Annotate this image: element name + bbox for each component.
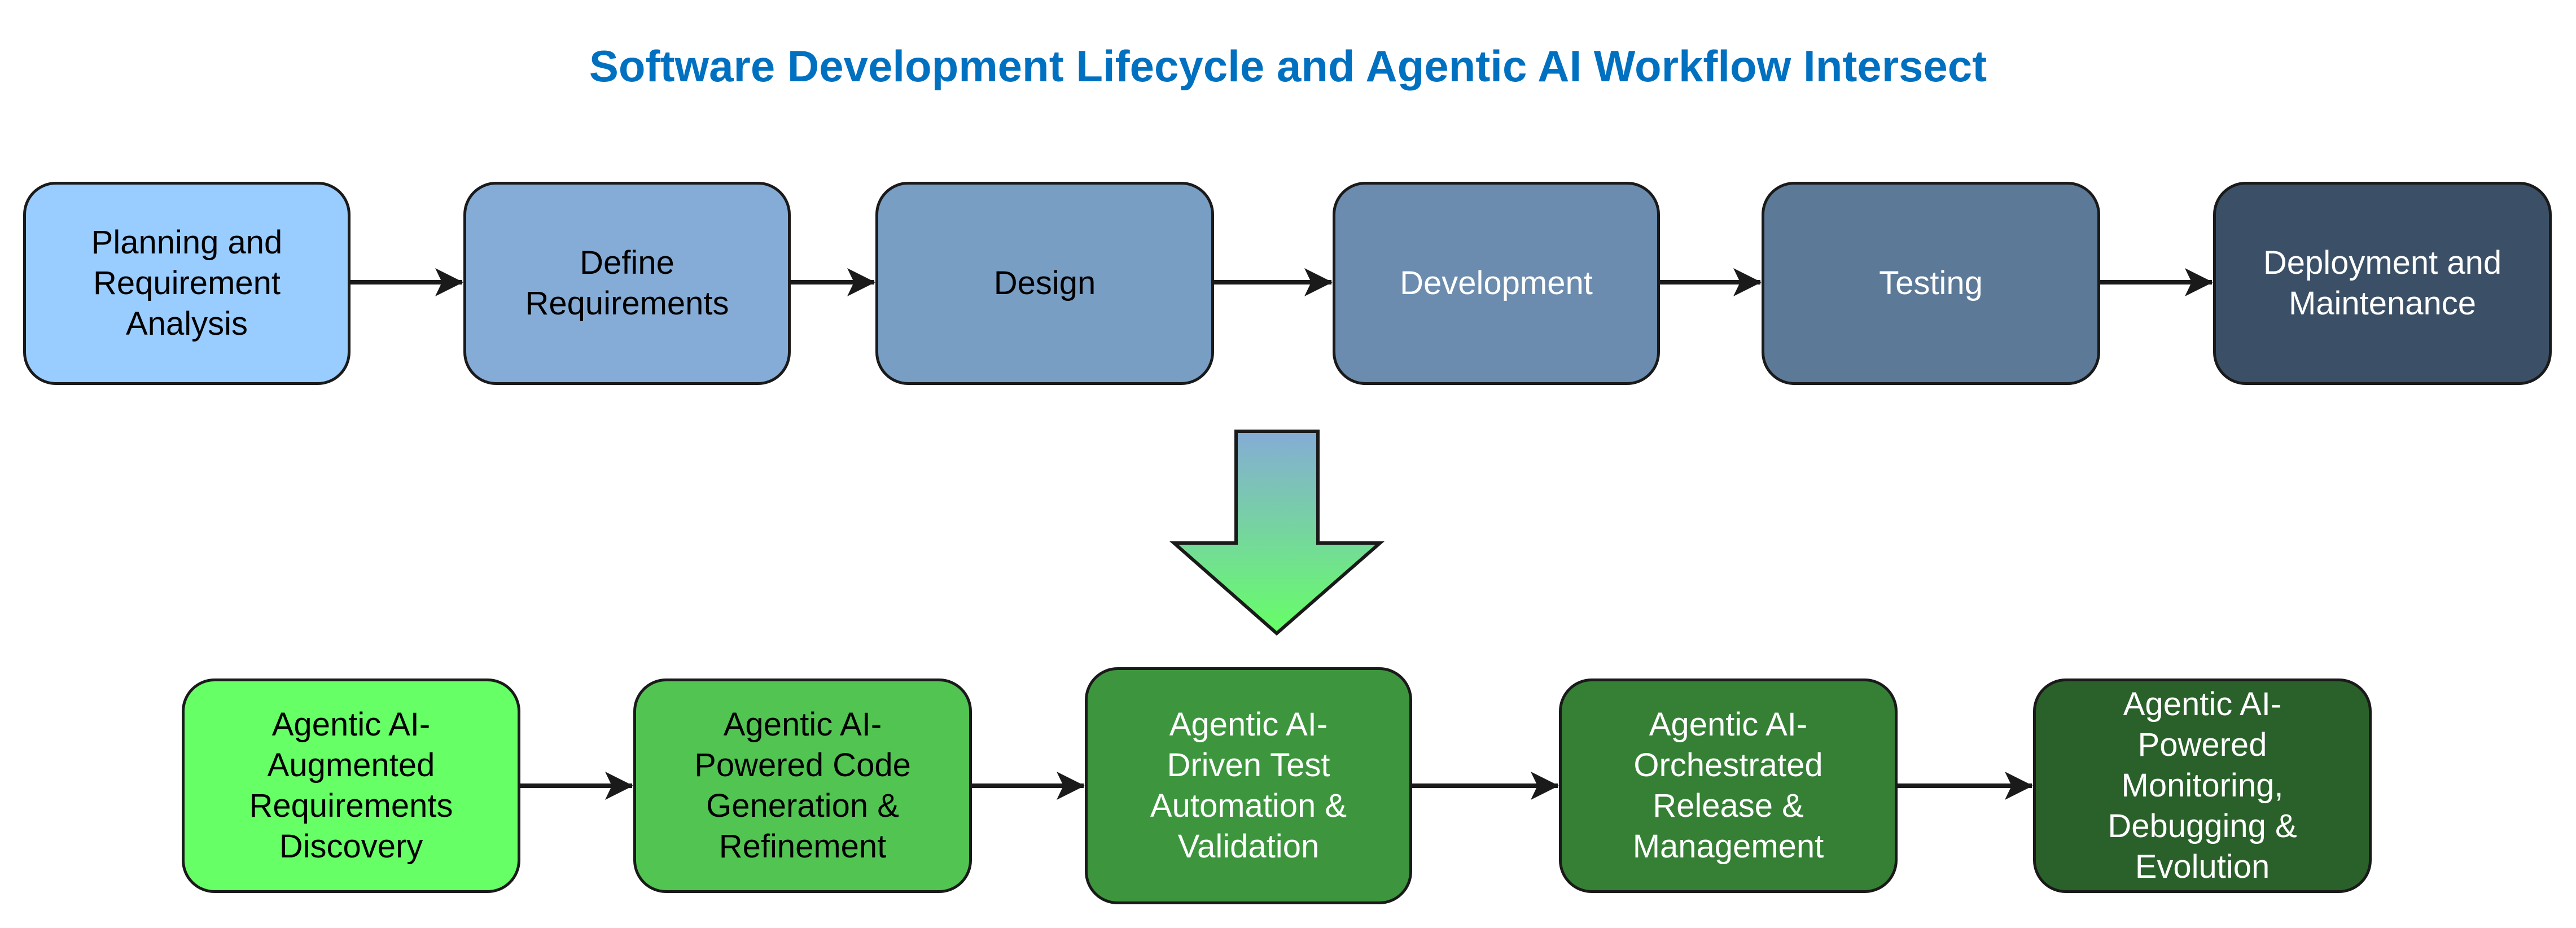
- sdlc-flow-arrows: [351, 268, 2213, 296]
- label-line: Requirement: [93, 265, 281, 301]
- agentic-arrowhead-icon: [1057, 772, 1085, 800]
- label-line: Agentic AI-: [1649, 706, 1808, 743]
- label-line: Agentic AI-: [1169, 706, 1328, 743]
- sdlc-arrowhead-icon: [1304, 268, 1333, 296]
- label-line: Maintenance: [2288, 285, 2477, 322]
- sdlc-arrowhead-icon: [435, 268, 463, 296]
- label-line: Powered: [2137, 726, 2267, 763]
- label-line: Agentic AI-: [723, 706, 882, 743]
- label-line: Driven Test: [1167, 747, 1330, 783]
- sdlc-arrowhead-icon: [1733, 268, 1762, 296]
- agentic-arrowhead-icon: [1531, 772, 1559, 800]
- label-line: Requirements: [525, 285, 729, 322]
- label-line: Monitoring,: [2121, 767, 2284, 804]
- label-line: Powered Code: [694, 747, 911, 783]
- label-line: Development: [1400, 265, 1593, 301]
- label-line: Evolution: [2135, 848, 2270, 885]
- agentic-arrowhead-icon: [605, 772, 633, 800]
- sdlc-arrowhead-icon: [2185, 268, 2213, 296]
- label-line: Analysis: [126, 305, 248, 342]
- label-line: Planning and: [91, 224, 283, 261]
- sdlc-stage-label: Design: [994, 263, 1096, 304]
- label-line: Release &: [1653, 787, 1804, 824]
- label-line: Management: [1632, 828, 1824, 865]
- sdlc-stage-5: Testing: [1762, 182, 2100, 385]
- label-line: Orchestrated: [1633, 747, 1823, 783]
- label-line: Define: [580, 244, 674, 281]
- agentic-flow-arrows: [520, 772, 2033, 800]
- label-line: Discovery: [279, 828, 423, 865]
- label-line: Augmented: [267, 747, 435, 783]
- label-line: Generation &: [706, 787, 899, 824]
- label-line: Automation &: [1150, 787, 1347, 824]
- sdlc-stage-4: Development: [1333, 182, 1660, 385]
- label-line: Validation: [1177, 828, 1320, 865]
- label-line: Refinement: [719, 828, 887, 865]
- transition-down-arrow-icon: [1169, 430, 1385, 636]
- label-line: Deployment and: [2263, 244, 2502, 281]
- label-line: Agentic AI-: [2123, 686, 2282, 723]
- diagram-title: Software Development Lifecycle and Agent…: [589, 41, 1987, 91]
- label-line: Design: [993, 265, 1096, 301]
- label-line: Agentic AI-: [271, 706, 431, 743]
- agentic-arrowhead-icon: [2005, 772, 2033, 800]
- sdlc-arrowhead-icon: [847, 268, 875, 296]
- sdlc-stage-label: Development: [1400, 263, 1593, 304]
- label-line: Testing: [1879, 265, 1983, 301]
- sdlc-stage-3: Design: [875, 182, 1214, 385]
- sdlc-stage-label: Testing: [1879, 263, 1983, 304]
- label-line: Requirements: [249, 787, 453, 824]
- label-line: Debugging &: [2108, 808, 2297, 844]
